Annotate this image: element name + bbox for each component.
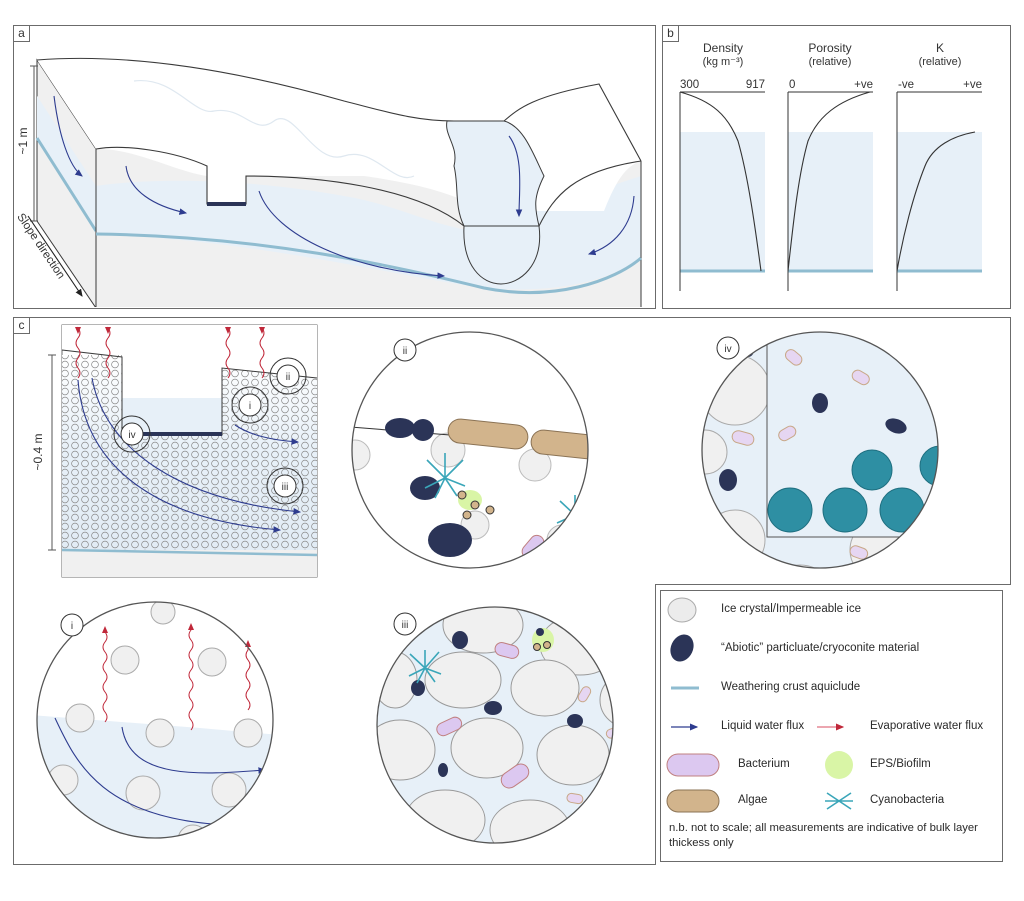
right-top-outline — [538, 160, 642, 227]
front-top-outline — [95, 146, 465, 227]
flow-arrow — [587, 195, 635, 256]
panel-c: c — [13, 317, 656, 865]
porosity-unit: (relative) — [809, 56, 852, 68]
flow-arrow — [125, 165, 188, 215]
porosity-max: +ve — [854, 79, 873, 91]
legend-label-algae: Algae — [738, 794, 768, 806]
legend-label-cyano: Cyanobacteria — [870, 794, 945, 806]
legend-label-ice: Ice crystal/Impermeable ice — [721, 603, 861, 615]
flow-arrow — [53, 95, 83, 177]
aquiclude-line — [95, 232, 642, 295]
legend-label-liquid: Liquid water flux — [721, 720, 805, 732]
pond-basin — [463, 225, 541, 285]
panel-c-right — [655, 317, 1011, 585]
porosity-title: Porosity — [808, 41, 851, 55]
density-profile: Density (kg m⁻³) 300 917 — [679, 41, 765, 291]
porosity-curve — [787, 91, 871, 272]
density-title: Density — [703, 41, 743, 55]
density-min: 300 — [680, 79, 699, 91]
k-unit: (relative) — [919, 56, 962, 68]
k-max: +ve — [963, 79, 982, 91]
k-curve — [896, 131, 976, 272]
surface-stream — [133, 80, 415, 179]
legend-swatches — [666, 597, 853, 813]
flow-arrow — [258, 190, 446, 279]
density-max: 917 — [746, 79, 765, 91]
density-curve — [679, 91, 762, 272]
panel-c-label: c — [14, 318, 30, 334]
legend-label-evap: Evaporative water flux — [870, 720, 984, 732]
legend-label-eps: EPS/Biofilm — [870, 758, 931, 770]
eps-swatch — [825, 751, 853, 779]
side-water — [37, 96, 96, 231]
particulate-swatch — [670, 634, 694, 662]
k-title: K — [936, 41, 944, 55]
legend-label-aquiclude: Weathering crust aquiclude — [721, 681, 861, 693]
slope-arrow — [27, 215, 83, 297]
cryoconite-hole-bottom — [207, 202, 246, 206]
porosity-min: 0 — [789, 79, 795, 91]
legend-label-bacterium: Bacterium — [738, 758, 790, 770]
surface-outline — [36, 57, 642, 162]
block-diagram: ~1 m Slope direction — [14, 57, 642, 307]
profile-plots: Density (kg m⁻³) 300 917 Porosity (relat… — [679, 41, 982, 291]
legend-note: n.b. not to scale; all measurements are … — [669, 822, 978, 849]
side-aquiclude — [35, 137, 98, 232]
k-profile: K (relative) -ve +ve — [896, 41, 982, 291]
flow-arrow — [508, 135, 523, 218]
ice-swatch — [667, 597, 697, 623]
panel-a: a — [13, 25, 656, 309]
panel-b-label: b — [663, 26, 679, 42]
algae-swatch — [666, 789, 720, 813]
legend: Ice crystal/Impermeable ice “Abiotic” pa… — [660, 590, 1003, 862]
bacterium-swatch — [666, 753, 720, 777]
cyanobacteria-swatch — [825, 792, 853, 810]
legend-label-particulate: “Abiotic” particluate/cryoconite materia… — [721, 642, 920, 654]
k-min: -ve — [898, 79, 914, 91]
panel-b: b Density (kg m⁻³) 300 917 Porosity (rel… — [662, 25, 1011, 309]
scale-label: ~1 m — [16, 127, 30, 154]
porosity-profile: Porosity (relative) 0 +ve — [787, 41, 873, 291]
panel-a-label: a — [14, 26, 30, 42]
density-unit: (kg m⁻³) — [703, 56, 744, 68]
